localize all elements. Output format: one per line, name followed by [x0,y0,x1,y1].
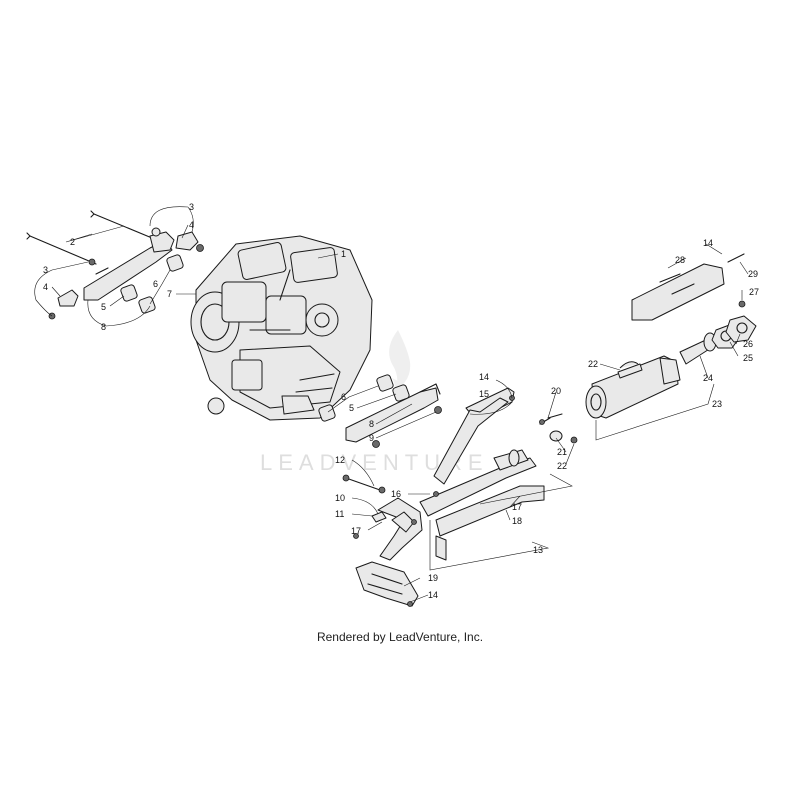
callout-14: 14 [703,238,713,248]
left-mount-hardware [26,210,204,320]
callout-13: 13 [533,545,543,555]
callout-3: 3 [189,202,194,212]
callout-15: 15 [479,389,489,399]
callout-11: 11 [335,509,344,519]
callout-17: 17 [351,526,361,536]
callout-21: 21 [557,447,567,457]
callout-27: 27 [749,287,759,297]
callout-6: 6 [153,279,158,289]
callout-7: 7 [167,289,172,299]
callout-2: 2 [70,237,75,247]
callout-19: 19 [428,573,438,583]
callout-28: 28 [675,255,685,265]
callout-1: 1 [341,249,346,259]
callout-23: 23 [712,399,722,409]
callout-25: 25 [743,353,753,363]
callout-16: 16 [391,489,401,499]
callout-5: 5 [101,302,106,312]
callout-9: 9 [369,433,374,443]
callout-4: 4 [189,220,194,230]
muffler-assembly [547,253,757,444]
callout-29: 29 [748,269,758,279]
callout-24: 24 [703,373,713,383]
engine-assembly [190,235,373,421]
callout-22: 22 [557,461,567,471]
callout-10: 10 [335,493,345,503]
callout-8: 8 [369,419,374,429]
callout-20: 20 [551,386,561,396]
exhaust-header-assembly [342,387,551,607]
callout-14: 14 [428,590,438,600]
callout-14: 14 [479,372,489,382]
callout-6: 6 [341,392,346,402]
callout-4: 4 [43,282,48,292]
callout-22: 22 [588,359,598,369]
render-credit: Rendered by LeadVenture, Inc. [316,630,484,644]
callout-18: 18 [512,516,522,526]
callout-5: 5 [349,403,354,413]
callout-12: 12 [335,455,345,465]
callout-17: 17 [512,502,522,512]
callout-8: 8 [101,322,106,332]
callout-labels: 1 2 3 4 3 4 5 6 7 8 6 5 8 9 12 10 11 17 … [43,202,759,600]
callout-3: 3 [43,265,48,275]
callout-26: 26 [743,339,753,349]
leader-lines [34,206,749,603]
